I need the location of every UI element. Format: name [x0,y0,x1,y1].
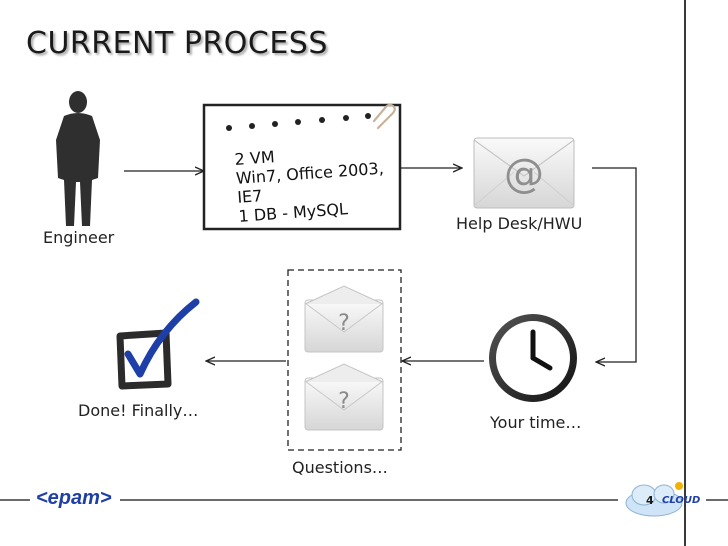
svg-text:?: ? [338,311,350,336]
epam-logo: <epam> [36,487,112,509]
email-envelope-icon: @ [473,137,575,209]
question-envelope-icon: ? [304,285,384,353]
paperclip-icon [372,103,396,130]
arrow-helpdesk-to-clock [592,167,637,362]
svg-text:@: @ [504,151,544,197]
engineer-label: Engineer [43,228,115,247]
engineer-icon [56,91,100,226]
right-divider-line [684,0,686,546]
slide-title: CURRENT PROCESS [26,26,328,61]
checkmark-box-icon [116,298,200,390]
your-time-label: Your time… [490,413,582,432]
cloud-logo-text: CLOUD [662,495,701,506]
page-number: 4 [646,494,654,507]
requirements-note-card [202,103,402,231]
done-label: Done! Finally… [78,401,199,420]
svg-text:?: ? [338,389,350,414]
cloud-logo-icon [625,482,683,517]
questions-label: Questions… [292,458,388,477]
requirements-note-text: 2 VM Win7, Office 2003, IE7 1 DB - MySQL [234,140,387,226]
helpdesk-label: Help Desk/HWU [456,214,583,233]
question-envelope-icon: ? [304,363,384,431]
questions-dashed-box [287,269,402,451]
clock-icon [489,314,577,402]
